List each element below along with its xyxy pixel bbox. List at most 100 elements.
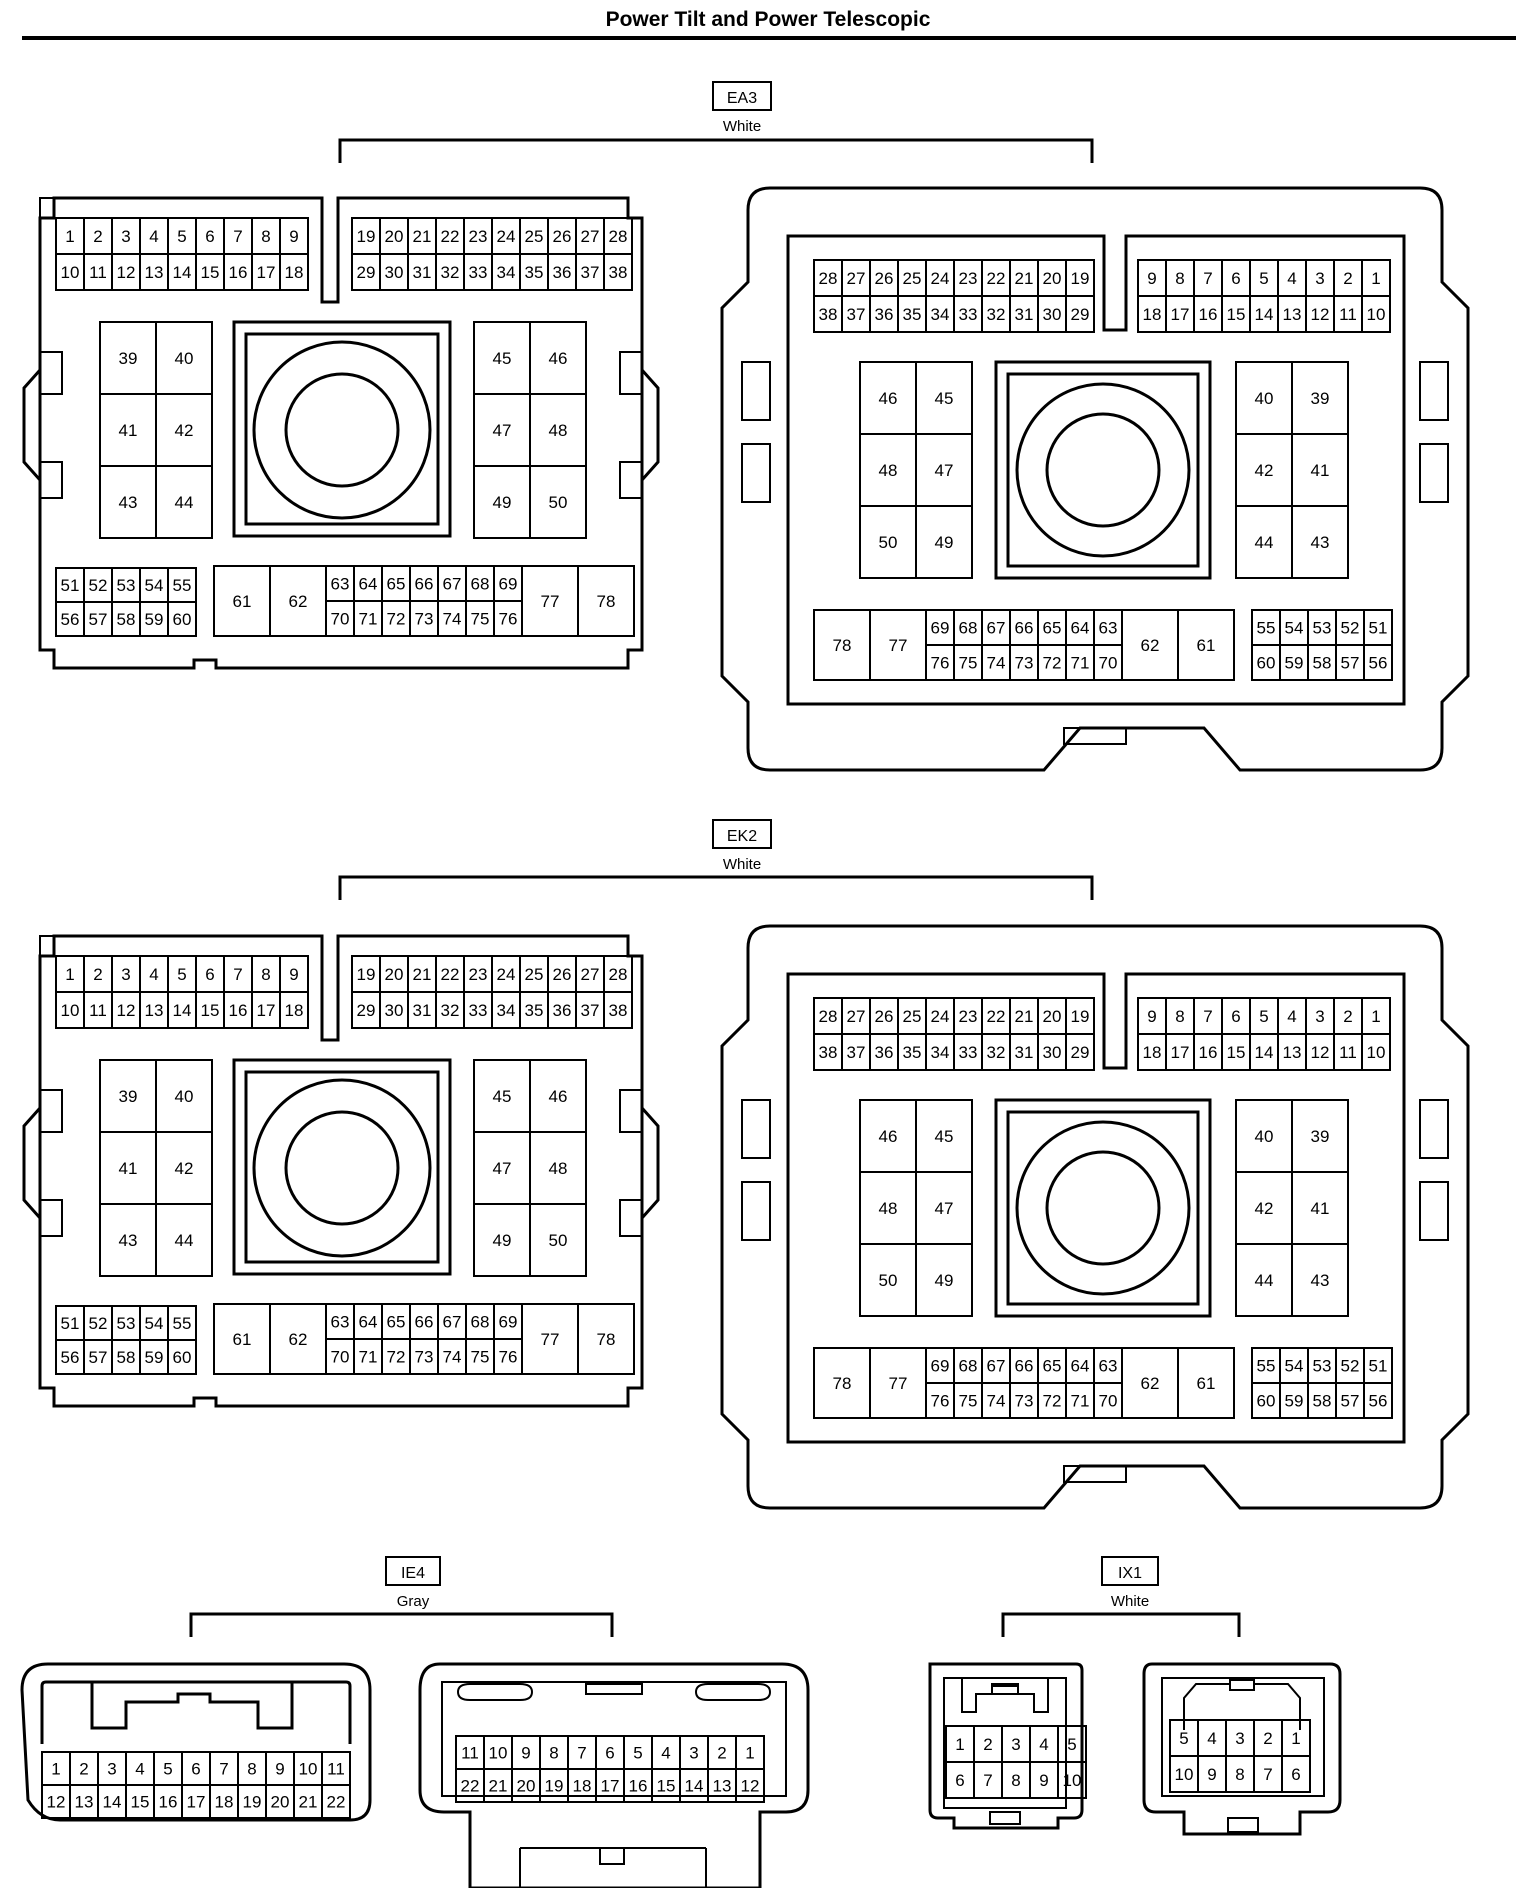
- pin-number: 15: [201, 1001, 220, 1020]
- terminal-pin: 15: [1221, 295, 1251, 333]
- terminal-pin: 50: [859, 505, 917, 579]
- terminal-pin: 58: [111, 601, 141, 637]
- terminal-pin: 51: [55, 1305, 85, 1341]
- terminal-pin: 46: [529, 1059, 587, 1133]
- terminal-pin: 17: [251, 253, 281, 291]
- pin-number: 54: [1285, 619, 1304, 638]
- pin-number: 27: [581, 227, 600, 246]
- pin-number: 17: [601, 1777, 620, 1796]
- terminal-pin: 28: [813, 997, 843, 1035]
- pin-number: 10: [1367, 1043, 1386, 1062]
- housing-outline: [720, 186, 1470, 772]
- pin-number: 48: [549, 421, 568, 440]
- pin-number: 36: [875, 1043, 894, 1062]
- pin-number: 51: [61, 1314, 80, 1333]
- pin-number: 18: [215, 1793, 234, 1812]
- pin-number: 8: [261, 965, 270, 984]
- pin-number: 72: [1043, 654, 1062, 673]
- terminal-pin: 29: [1065, 1033, 1095, 1071]
- pin-number: 55: [173, 576, 192, 595]
- housing-inner-frame: [786, 234, 1406, 706]
- pin-number: 14: [1255, 305, 1274, 324]
- terminal-pin: 39: [99, 321, 157, 395]
- pin-number: 28: [609, 227, 628, 246]
- terminal-pin: 63: [325, 1303, 355, 1340]
- pin-number: 35: [903, 305, 922, 324]
- terminal-pin: 44: [1235, 1243, 1293, 1317]
- pin-number: 39: [1311, 389, 1330, 408]
- latch-right: [640, 1107, 660, 1219]
- terminal-pin: 69: [493, 1303, 523, 1340]
- pin-number: 25: [903, 1007, 922, 1026]
- pin-number: 59: [145, 610, 164, 629]
- terminal-pin: 61: [213, 1303, 271, 1375]
- terminal-pin: 42: [1235, 1171, 1293, 1245]
- center-ring: [1015, 382, 1191, 558]
- pin-number: 42: [1255, 1199, 1274, 1218]
- terminal-pin: 19: [1065, 259, 1095, 297]
- pin-number: 34: [497, 263, 516, 282]
- terminal-pin: 8: [1225, 1755, 1255, 1793]
- terminal-pin: 21: [483, 1768, 513, 1803]
- pin-cell: [1177, 609, 1235, 681]
- terminal-pin: 32: [435, 253, 465, 291]
- terminal-pin: 19: [1065, 997, 1095, 1035]
- terminal-pin: 47: [473, 393, 531, 467]
- pin-number: 54: [145, 576, 164, 595]
- pin-number: 29: [1071, 1043, 1090, 1062]
- pin-number: 45: [493, 349, 512, 368]
- terminal-pin: 64: [1065, 1347, 1095, 1384]
- pin-number: 78: [833, 1374, 852, 1393]
- terminal-pin: 22: [321, 1784, 351, 1819]
- terminal-pin: 70: [325, 600, 355, 637]
- terminal-pin: 56: [55, 1339, 85, 1375]
- pin-number: 51: [61, 576, 80, 595]
- terminal-pin: 60: [1251, 1382, 1281, 1419]
- terminal-pin: 15: [195, 991, 225, 1029]
- connector-ix1-header: IX1 White: [1001, 1556, 1241, 1637]
- center-ring: [252, 340, 432, 520]
- terminal-pin: 13: [69, 1784, 99, 1819]
- pin-number: 73: [415, 610, 434, 629]
- pin-number: 35: [525, 263, 544, 282]
- terminal-pin: 72: [1037, 644, 1067, 681]
- pin-number: 1: [51, 1760, 60, 1779]
- terminal-pin: 19: [539, 1768, 569, 1803]
- terminal-pin: 32: [981, 295, 1011, 333]
- pin-number: 3: [107, 1760, 116, 1779]
- terminal-pin: 17: [1165, 295, 1195, 333]
- terminal-pin: 44: [155, 465, 213, 539]
- ix1-male-key: [989, 1811, 1021, 1825]
- terminal-pin: 67: [437, 1303, 467, 1340]
- terminal-pin: 73: [1009, 1382, 1039, 1419]
- pin-number: 52: [89, 1314, 108, 1333]
- pin-number: 41: [119, 1159, 138, 1178]
- pin-number: 32: [987, 1043, 1006, 1062]
- pin-number: 4: [1287, 1007, 1296, 1026]
- pin-number: 59: [1285, 1392, 1304, 1411]
- pin-number: 31: [413, 263, 432, 282]
- latch-right: [1419, 443, 1449, 503]
- terminal-pin: 2: [973, 1725, 1003, 1763]
- pin-number: 11: [1339, 1043, 1357, 1062]
- pin-number: 27: [847, 1007, 866, 1026]
- terminal-pin: 1: [55, 955, 85, 993]
- pin-number: 38: [609, 1001, 628, 1020]
- pin-number: 11: [89, 1001, 107, 1020]
- pin-number: 4: [149, 227, 158, 246]
- pin-number: 30: [385, 263, 404, 282]
- terminal-pin: 65: [381, 1303, 411, 1340]
- pin-number: 9: [1207, 1765, 1216, 1784]
- pin-number: 76: [499, 1348, 518, 1367]
- pin-number: 56: [1369, 654, 1388, 673]
- terminal-pin: 5: [167, 217, 197, 255]
- terminal-pin: 32: [435, 991, 465, 1029]
- pin-number: 35: [903, 1043, 922, 1062]
- terminal-pin: 11: [1333, 1033, 1363, 1071]
- terminal-pin: 71: [353, 1338, 383, 1375]
- terminal-pin: 4: [1029, 1725, 1059, 1763]
- terminal-pin: 62: [269, 565, 327, 637]
- pin-number: 76: [499, 610, 518, 629]
- terminal-pin: 25: [897, 259, 927, 297]
